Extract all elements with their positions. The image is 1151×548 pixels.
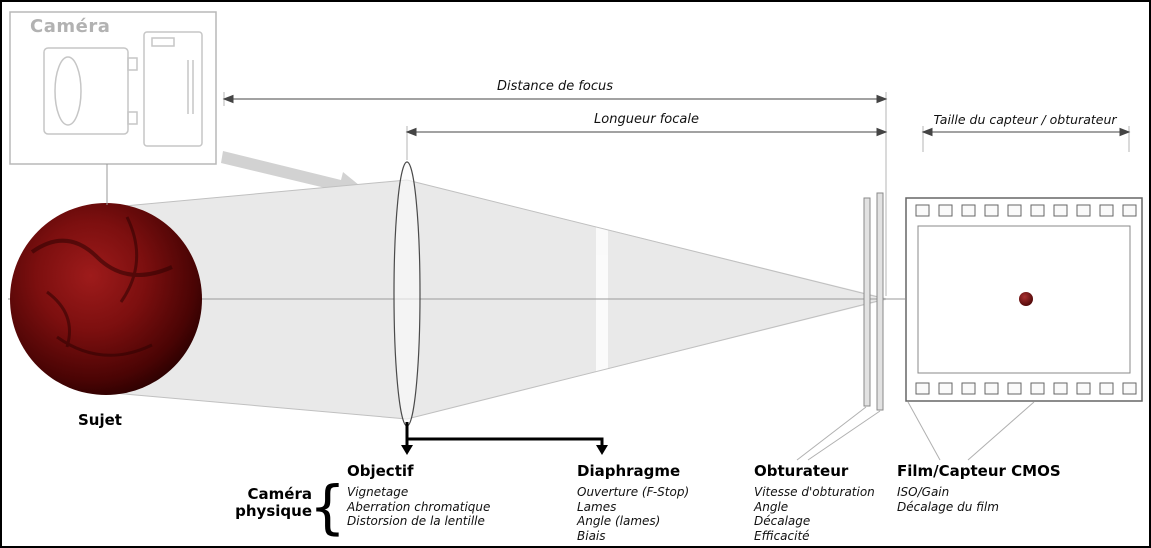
list-item: Vignetage bbox=[347, 485, 409, 499]
physical-camera-line2: physique bbox=[235, 502, 312, 520]
sensor-size-label: Taille du capteur / obturateur bbox=[933, 112, 1117, 127]
projected-subject-dot bbox=[1019, 292, 1033, 306]
sketch-camera-body bbox=[143, 31, 203, 147]
camera-inset-sketch bbox=[9, 11, 217, 165]
subject-sphere bbox=[10, 203, 202, 395]
section-list-objectif: Vignetage Aberration chromatique Distors… bbox=[347, 485, 490, 529]
list-item: Biais bbox=[577, 528, 606, 543]
shutter-slat-front bbox=[863, 197, 871, 407]
physical-camera-line1: Caméra bbox=[247, 485, 312, 503]
list-item: Vitesse d'obturation bbox=[754, 485, 875, 499]
film-strip bbox=[905, 197, 1143, 402]
focal-length-label: Longueur focale bbox=[594, 112, 699, 127]
section-title-film-capteur: Film/Capteur CMOS bbox=[897, 462, 1061, 480]
lens-diaphragm-bracket bbox=[401, 422, 608, 455]
section-list-obturateur: Vitesse d'obturation Angle Décalage Effi… bbox=[754, 485, 875, 543]
shutter-slat-rear bbox=[876, 192, 884, 411]
diaphragm-ghost bbox=[582, 168, 622, 422]
list-item: ISO/Gain bbox=[897, 485, 950, 499]
section-list-diaphragme: Ouverture (F-Stop) Lames Angle (lames) B… bbox=[577, 485, 689, 543]
list-item: Décalage du film bbox=[897, 499, 999, 514]
list-item: Distorsion de la lentille bbox=[347, 514, 485, 528]
sketch-lens-glass bbox=[54, 56, 82, 126]
focus-distance-label: Distance de focus bbox=[496, 79, 614, 94]
subject-label: Sujet bbox=[78, 411, 122, 429]
section-list-film-capteur: ISO/Gain Décalage du film bbox=[897, 485, 999, 514]
section-title-diaphragme: Diaphragme bbox=[577, 462, 681, 480]
list-item: Ouverture (F-Stop) bbox=[577, 485, 690, 499]
section-title-objectif: Objectif bbox=[347, 462, 414, 480]
extension-lines bbox=[106, 92, 1130, 296]
section-title-obturateur: Obturateur bbox=[754, 462, 849, 480]
physical-camera-brace: { bbox=[309, 473, 346, 541]
list-item: Lames bbox=[577, 499, 617, 514]
sketch-lens-barrel bbox=[43, 47, 129, 135]
list-item: Angle bbox=[754, 499, 789, 514]
film-sprocket-holes bbox=[915, 204, 1137, 395]
lens-ellipse bbox=[393, 161, 421, 427]
camera-inset-label: Caméra bbox=[30, 16, 111, 37]
list-item: Angle (lames) bbox=[577, 514, 661, 528]
dimension-lines bbox=[222, 94, 1131, 137]
label-connectors bbox=[796, 401, 1035, 461]
beam-outlines bbox=[101, 179, 887, 420]
shutter-slats bbox=[863, 192, 884, 411]
list-item: Efficacité bbox=[754, 528, 810, 543]
list-item: Décalage bbox=[754, 514, 811, 528]
list-item: Aberration chromatique bbox=[347, 499, 491, 514]
physical-camera-label: Caméra physique bbox=[230, 486, 312, 520]
